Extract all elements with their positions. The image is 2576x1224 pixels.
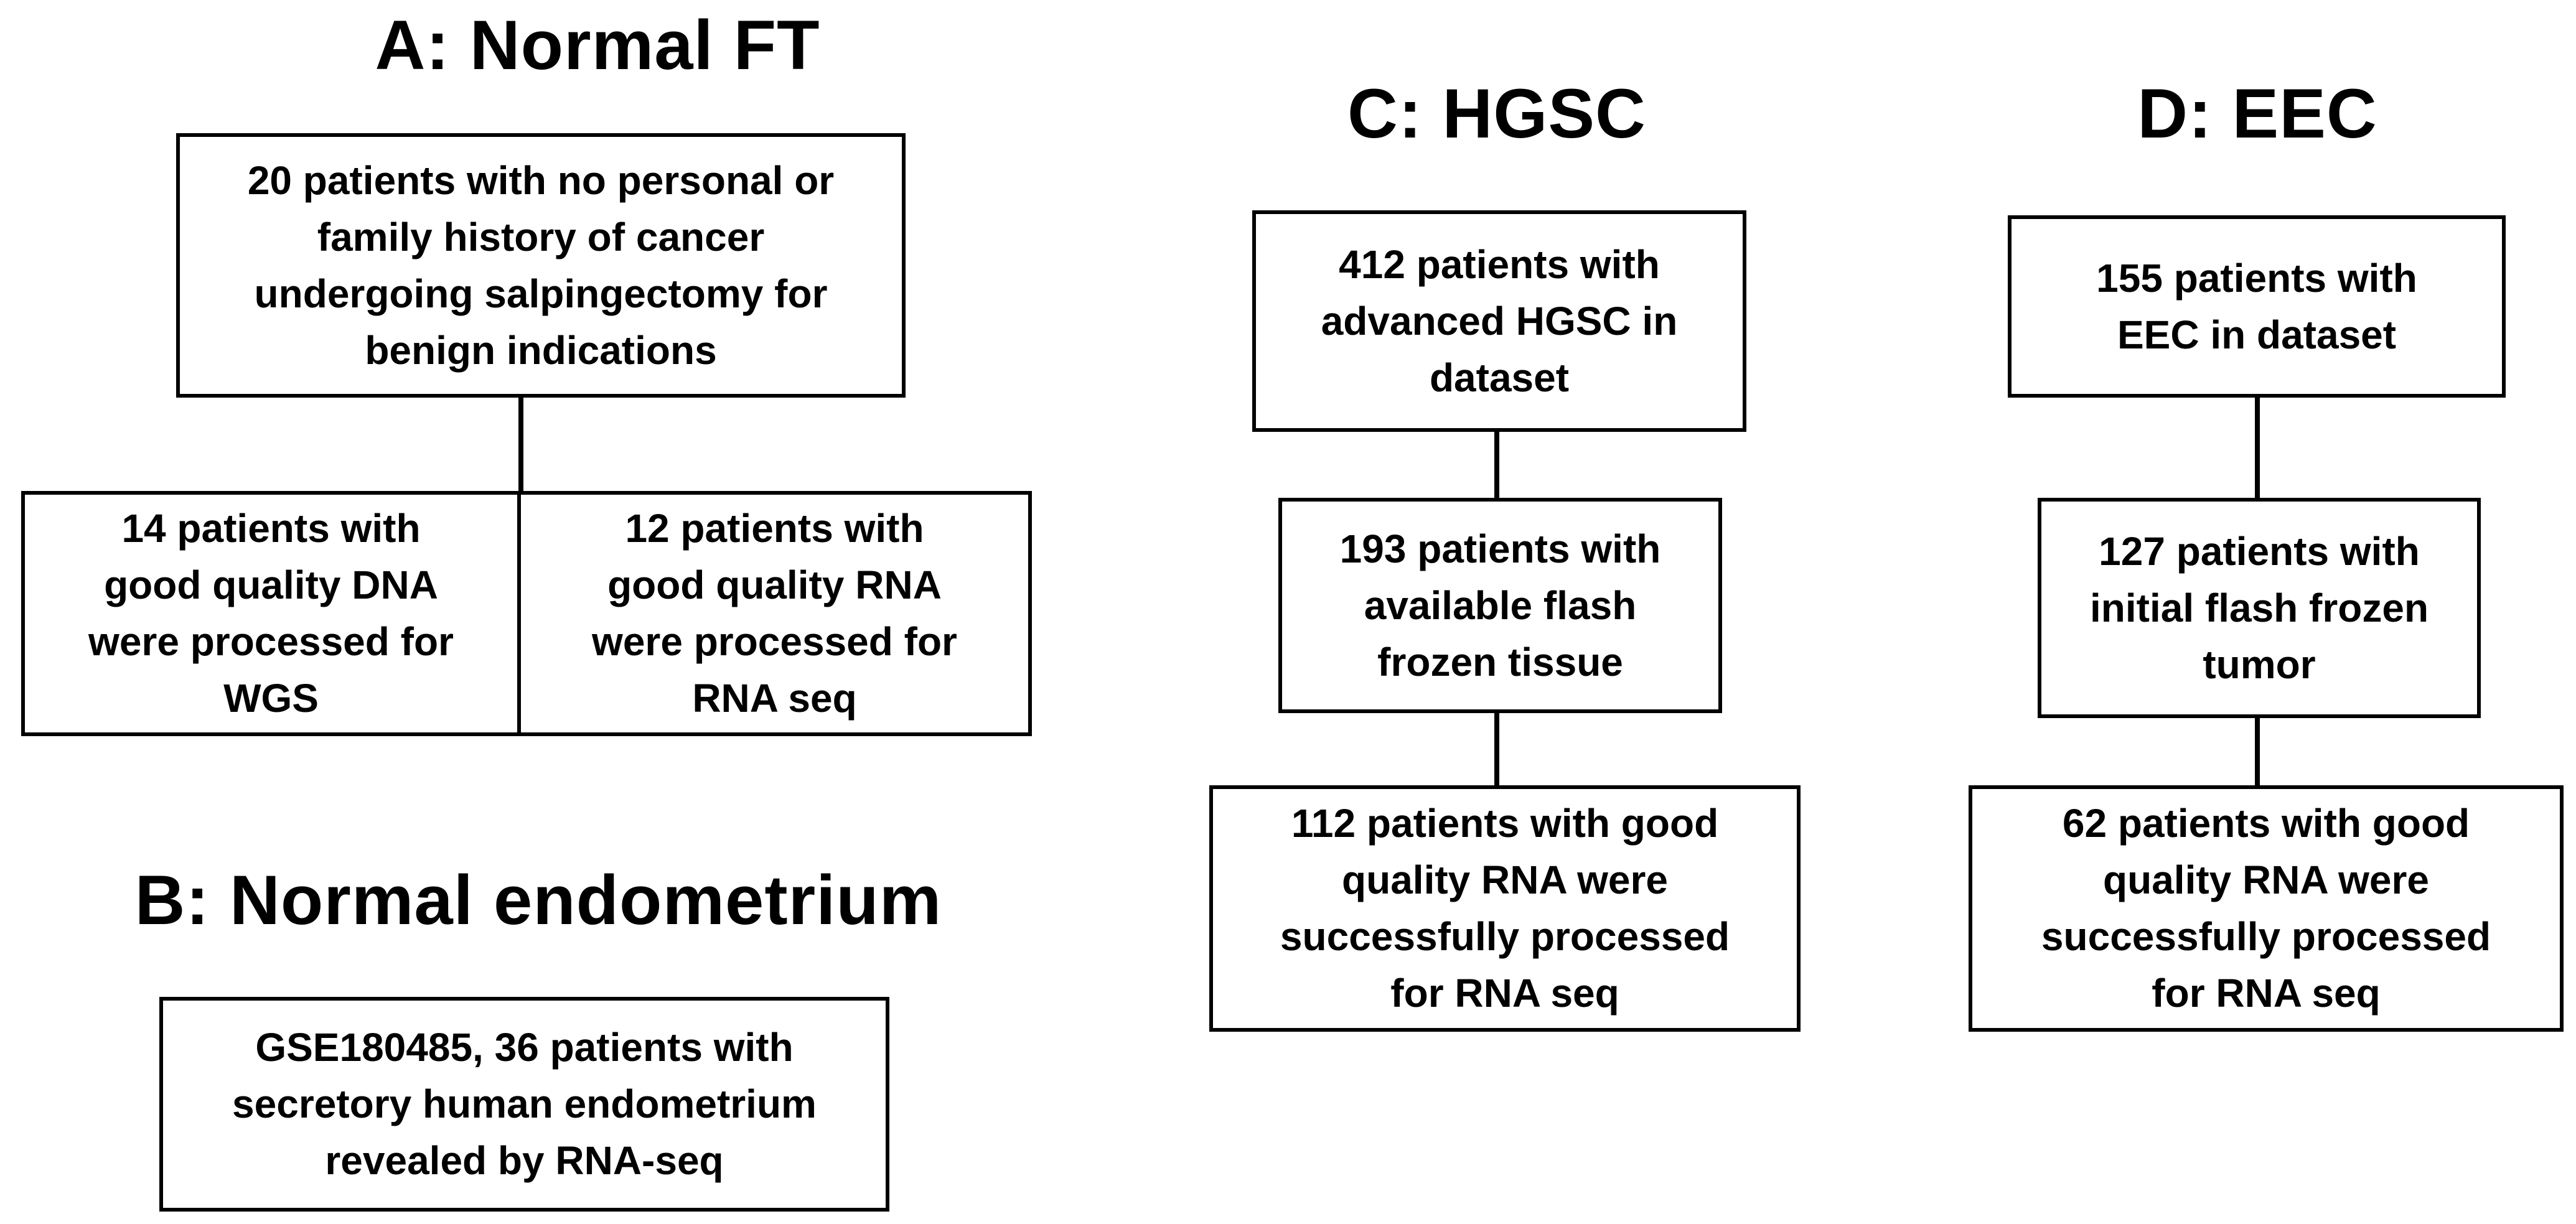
box-text-line: tumor (2203, 642, 2316, 687)
connector-c2 (1494, 711, 1499, 788)
box-text-line: 20 patients with no personal or (247, 157, 835, 203)
box-text-line: for RNA seq (2152, 971, 2381, 1016)
box-text-line: 62 patients with good (2062, 801, 2470, 846)
box-text-line: 412 patients with (1339, 241, 1660, 287)
box-text-line: frozen tissue (1377, 639, 1623, 684)
box-text-line: dataset (1429, 355, 1570, 400)
connector-a (518, 395, 523, 493)
box-text-line: were processed for (592, 619, 957, 664)
box-text-line: WGS (223, 676, 319, 721)
box-text-line: were processed for (88, 619, 454, 664)
box-d-rnaseq: 62 patients with good quality RNA were s… (1969, 785, 2564, 1032)
box-c-frozen: 193 patients with available flash frozen… (1278, 498, 1722, 713)
box-text-line: quality RNA were (1342, 857, 1668, 902)
box-text-line: 193 patients with (1339, 526, 1661, 571)
box-text-line: successfully processed (2041, 914, 2491, 959)
connector-d2 (2255, 716, 2260, 788)
box-d-dataset: 155 patients with EEC in dataset (2008, 215, 2506, 398)
box-text-line: RNA seq (692, 676, 857, 721)
section-a-title: A: Normal FT (375, 6, 820, 84)
connector-d1 (2255, 395, 2260, 500)
box-text-line: 12 patients with (625, 506, 924, 551)
box-text-line: GSE180485, 36 patients with (255, 1025, 794, 1070)
box-a-cohort: 20 patients with no personal or family h… (176, 133, 906, 398)
box-text-line: for RNA seq (1390, 971, 1619, 1016)
box-text-line: quality RNA were (2103, 857, 2429, 902)
box-text-line: 14 patients with (121, 506, 421, 551)
box-text-line: EEC in dataset (2117, 312, 2397, 357)
box-text-line: benign indications (365, 327, 717, 373)
box-text-line: good quality DNA (104, 563, 438, 607)
box-text-line: 155 patients with (2096, 255, 2417, 301)
box-text-line: 127 patients with (2099, 528, 2420, 574)
box-text-line: available flash (1364, 582, 1637, 628)
box-d-frozen: 127 patients with initial flash frozen t… (2038, 498, 2481, 718)
box-text-line: undergoing salpingectomy for (254, 271, 828, 316)
box-b-gse: GSE180485, 36 patients with secretory hu… (159, 997, 889, 1212)
box-a-wgs: 14 patients with good quality DNA were p… (21, 491, 521, 736)
connector-c1 (1494, 429, 1499, 500)
box-text-line: family history of cancer (317, 214, 765, 259)
box-c-dataset: 412 patients with advanced HGSC in datas… (1252, 210, 1746, 432)
box-text-line: secretory human endometrium (232, 1082, 817, 1126)
box-c-rnaseq: 112 patients with good quality RNA were … (1209, 785, 1801, 1032)
box-text-line: advanced HGSC in (1321, 298, 1678, 343)
box-text-line: good quality RNA (607, 563, 942, 607)
box-text-line: successfully processed (1280, 914, 1730, 959)
section-b-title: B: Normal endometrium (134, 861, 942, 939)
box-a-rnaseq: 12 patients with good quality RNA were p… (517, 491, 1032, 736)
box-text-line: 112 patients with good (1291, 801, 1719, 846)
box-text-line: initial flash frozen (2089, 585, 2429, 630)
box-text-line: revealed by RNA-seq (325, 1138, 724, 1183)
section-c-title: C: HGSC (1347, 75, 1646, 152)
section-d-title: D: EEC (2137, 75, 2377, 152)
